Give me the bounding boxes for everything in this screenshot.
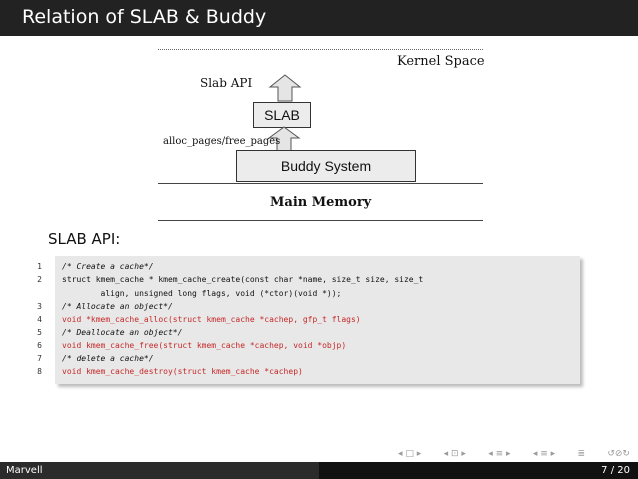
line-number: 6 (37, 341, 42, 350)
footer-right: 7 / 20 (319, 462, 638, 479)
code-line: void *kmem_cache_alloc(struct kmem_cache… (62, 315, 361, 324)
main-memory-label: Main Memory (270, 195, 372, 210)
line-number: 3 (37, 302, 42, 311)
code-block-background (55, 256, 580, 384)
footer-author: Marvell (6, 465, 43, 476)
page-number: 7 / 20 (601, 465, 630, 476)
up-arrow-icon (268, 74, 302, 102)
kernel-space-boundary (158, 49, 483, 50)
buddy-system-box: Buddy System (236, 150, 416, 182)
memory-boundary-top (158, 183, 483, 184)
nav-prev-section-icon[interactable]: ◂ ≡ ▸ (488, 449, 511, 459)
nav-prev-frame-icon[interactable]: ◂ □ ▸ (398, 449, 422, 459)
slide-title: Relation of SLAB & Buddy (22, 6, 267, 28)
slab-api-label: Slab API (200, 76, 253, 90)
code-line: struct kmem_cache * kmem_cache_create(co… (62, 275, 424, 284)
code-line: /* Allocate an object*/ (62, 302, 173, 311)
line-number: 7 (37, 354, 42, 363)
line-number: 4 (37, 315, 42, 324)
line-number: 8 (37, 367, 42, 376)
line-number: 1 (37, 262, 42, 271)
nav-next-section-icon[interactable]: ◂ ≡ ▸ (532, 449, 556, 459)
nav-next-subsection-icon[interactable]: ◂ ⊡ ▸ (443, 449, 466, 459)
code-line: /* Create a cache*/ (62, 262, 154, 271)
footer-left: Marvell (0, 462, 319, 479)
alloc-pages-label: alloc_pages/free_pages (163, 136, 281, 147)
kernel-space-label: Kernel Space (397, 54, 485, 69)
code-line: void kmem_cache_destroy(struct kmem_cach… (62, 367, 303, 376)
slab-buddy-diagram: Kernel Space Slab API SLAB alloc_pages/f… (150, 44, 485, 224)
slab-api-heading: SLAB API: (48, 230, 121, 248)
code-line: /* delete a cache*/ (62, 354, 154, 363)
line-number: 2 (37, 275, 42, 284)
memory-boundary-bottom (158, 220, 483, 221)
title-bar: Relation of SLAB & Buddy (0, 0, 638, 36)
beamer-navigation: ◂ □ ▸ ◂ ⊡ ▸ ◂ ≡ ▸ ◂ ≡ ▸ ≣ ↺⊘↻ (398, 447, 630, 461)
code-line: /* Deallocate an object*/ (62, 328, 183, 337)
code-line: void kmem_cache_free(struct kmem_cache *… (62, 341, 347, 350)
slab-box: SLAB (253, 102, 311, 128)
nav-search-icon[interactable]: ↺⊘↻ (607, 449, 630, 459)
code-line: align, unsigned long flags, void (*ctor)… (62, 289, 342, 298)
nav-align-icon[interactable]: ≣ (577, 449, 585, 459)
line-number: 5 (37, 328, 42, 337)
